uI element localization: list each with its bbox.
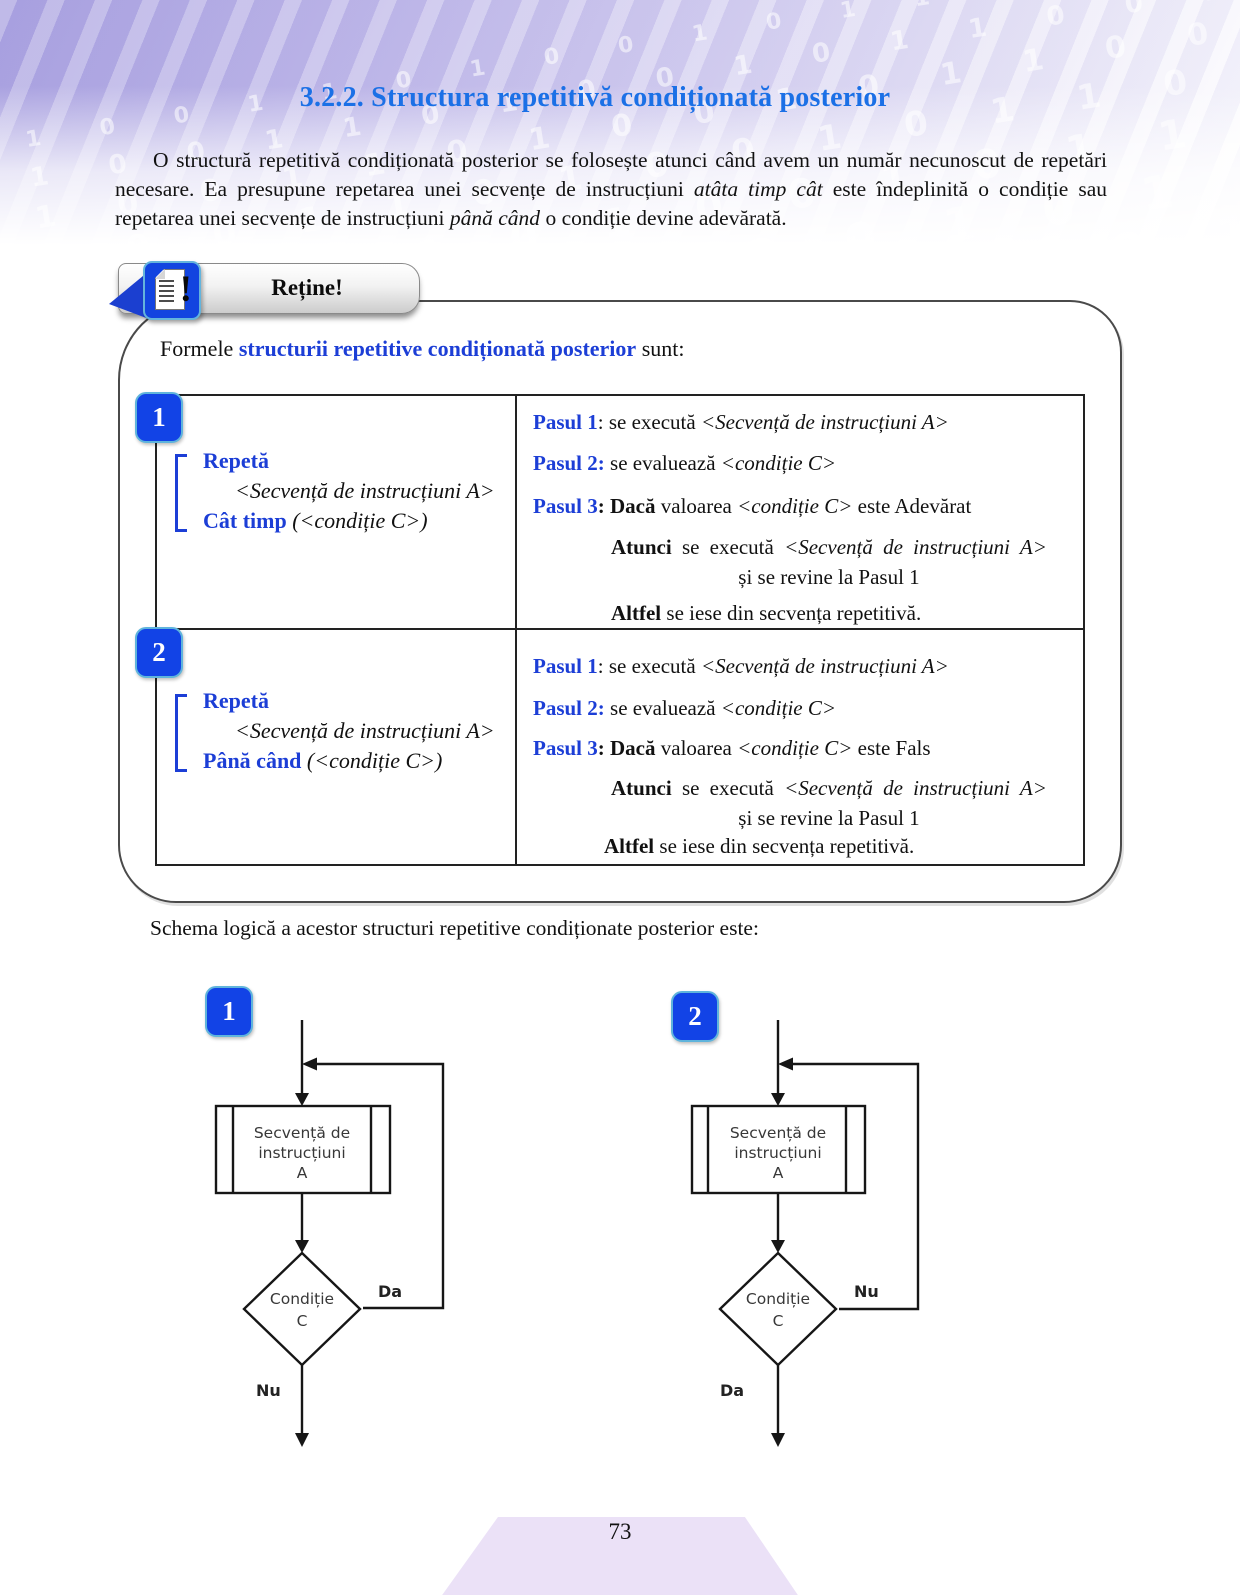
flowchart-1: Secvență de instrucțiuni A Condiție C Da… [214, 1020, 445, 1447]
process-box-text: A [773, 1164, 784, 1182]
flowchart-2: Secvență de instrucțiuni A Condiție C Nu… [690, 1020, 920, 1447]
intro-paragraph: O structură repetitivă condiționată post… [115, 148, 1108, 230]
branch-label-down: Nu [256, 1381, 281, 1400]
step-line: Pasul 1: se execută <Secvență de instruc… [533, 410, 949, 434]
header-decorative-band: 0 1 0 0 1 1 0 1 0 0 1 0 1 1 0 0 1 0 1 0 … [0, 0, 1240, 245]
arrowhead-down-icon [295, 1093, 309, 1106]
repeat-bracket [175, 694, 187, 772]
note-banner-label: Reține! [271, 275, 343, 300]
repeat-bracket [175, 454, 187, 532]
arrowhead-down-icon [295, 1240, 309, 1253]
step-line: Pasul 3: Dacă valoarea <condiție C> este… [533, 494, 972, 518]
forms-lead-text: Formele structurii repetitive condiționa… [160, 336, 685, 361]
decision-diamond [718, 1251, 838, 1367]
loop-back-line [316, 1062, 445, 1310]
flowchart-2-badge: 2 [671, 991, 719, 1042]
schema-caption: Schema logică a acestor structuri repeti… [150, 916, 759, 940]
branch-label-right: Da [378, 1282, 402, 1301]
branch-label-right: Nu [854, 1282, 879, 1301]
note-tab: ! [143, 261, 201, 320]
process-box-text: A [297, 1164, 308, 1182]
step-line: Pasul 3: Dacă valoarea <condiție C> este… [533, 736, 931, 760]
decision-text: Condiție [746, 1290, 810, 1308]
process-box-text: instrucțiuni [734, 1144, 821, 1162]
process-box-text: Secvență de [730, 1124, 826, 1142]
process-box-side-bars [231, 1106, 373, 1193]
decision-diamond [242, 1251, 362, 1367]
pseudocode-cell-1: Repetă <Secvență de instrucțiuni A> Cât … [157, 396, 517, 628]
pseudocode-line: Până când (<condiție C>) [203, 748, 443, 773]
table-row-form-2: Repetă <Secvență de instrucțiuni A> Până… [157, 630, 1083, 864]
decision-text: Condiție [270, 1290, 334, 1308]
step-line: Atunci se execută <Secvență de instrucți… [611, 535, 1047, 559]
pseudocode-line: <Secvență de instrucțiuni A> [235, 478, 495, 503]
step-line: Pasul 2: se evaluează <condiție C> [533, 696, 837, 720]
form-2-badge: 2 [135, 627, 183, 678]
step-line: Pasul 2: se evaluează <condiție C> [533, 451, 837, 475]
arrowhead-left-icon [778, 1057, 793, 1071]
step-line: Pasul 1: se execută <Secvență de instruc… [533, 654, 949, 678]
form-1-badge: 1 [135, 392, 183, 443]
process-box [690, 1104, 867, 1195]
arrowhead-down-icon [771, 1093, 785, 1106]
section-title: 3.2.2. Structura repetitivă condiționată… [299, 82, 891, 113]
pseudocode-line: <Secvență de instrucțiuni A> [235, 718, 495, 743]
pseudocode-line: Cât timp (<condiție C>) [203, 508, 428, 533]
step-line: Altfel se iese din secvența repetitivă. [604, 834, 915, 858]
arrowhead-down-icon [771, 1433, 785, 1447]
arrowhead-down-icon [771, 1240, 785, 1253]
process-box-text: Secvență de [254, 1124, 350, 1142]
band-fade [0, 0, 1240, 245]
document-fold-corner [155, 269, 165, 279]
branch-label-down: Da [720, 1381, 744, 1400]
page-number: 73 [608, 1519, 632, 1544]
process-box [214, 1104, 392, 1195]
step-line: Atunci se execută <Secvență de instrucți… [611, 776, 1047, 800]
loop-back-line [792, 1062, 920, 1311]
table-row-form-1: Repetă <Secvență de instrucțiuni A> Cât … [157, 396, 1083, 630]
forms-table: Repetă <Secvență de instrucțiuni A> Cât … [155, 394, 1085, 866]
steps-cell-2: Pasul 1: se execută <Secvență de instruc… [519, 630, 1083, 864]
pseudocode-line: Repetă [203, 448, 269, 473]
step-line: și se revine la Pasul 1 [738, 565, 920, 589]
decision-text: C [773, 1312, 784, 1330]
arrowhead-down-icon [295, 1433, 309, 1447]
footer-decorative-shape [442, 1517, 798, 1595]
flowchart-1-badge: 1 [205, 986, 253, 1037]
process-box-side-bars [706, 1106, 848, 1193]
pseudocode-cell-2: Repetă <Secvență de instrucțiuni A> Până… [157, 630, 517, 864]
arrowhead-left-icon [302, 1057, 317, 1071]
exclamation-mark: ! [179, 269, 192, 310]
steps-cell-1: Pasul 1: se execută <Secvență de instruc… [519, 396, 1083, 628]
step-line: și se revine la Pasul 1 [738, 806, 920, 830]
document-exclamation-icon: ! [155, 269, 192, 312]
process-box-text: instrucțiuni [258, 1144, 345, 1162]
step-line: Altfel se iese din secvența repetitivă. [611, 601, 922, 625]
decision-text: C [297, 1312, 308, 1330]
pseudocode-line: Repetă [203, 688, 269, 713]
